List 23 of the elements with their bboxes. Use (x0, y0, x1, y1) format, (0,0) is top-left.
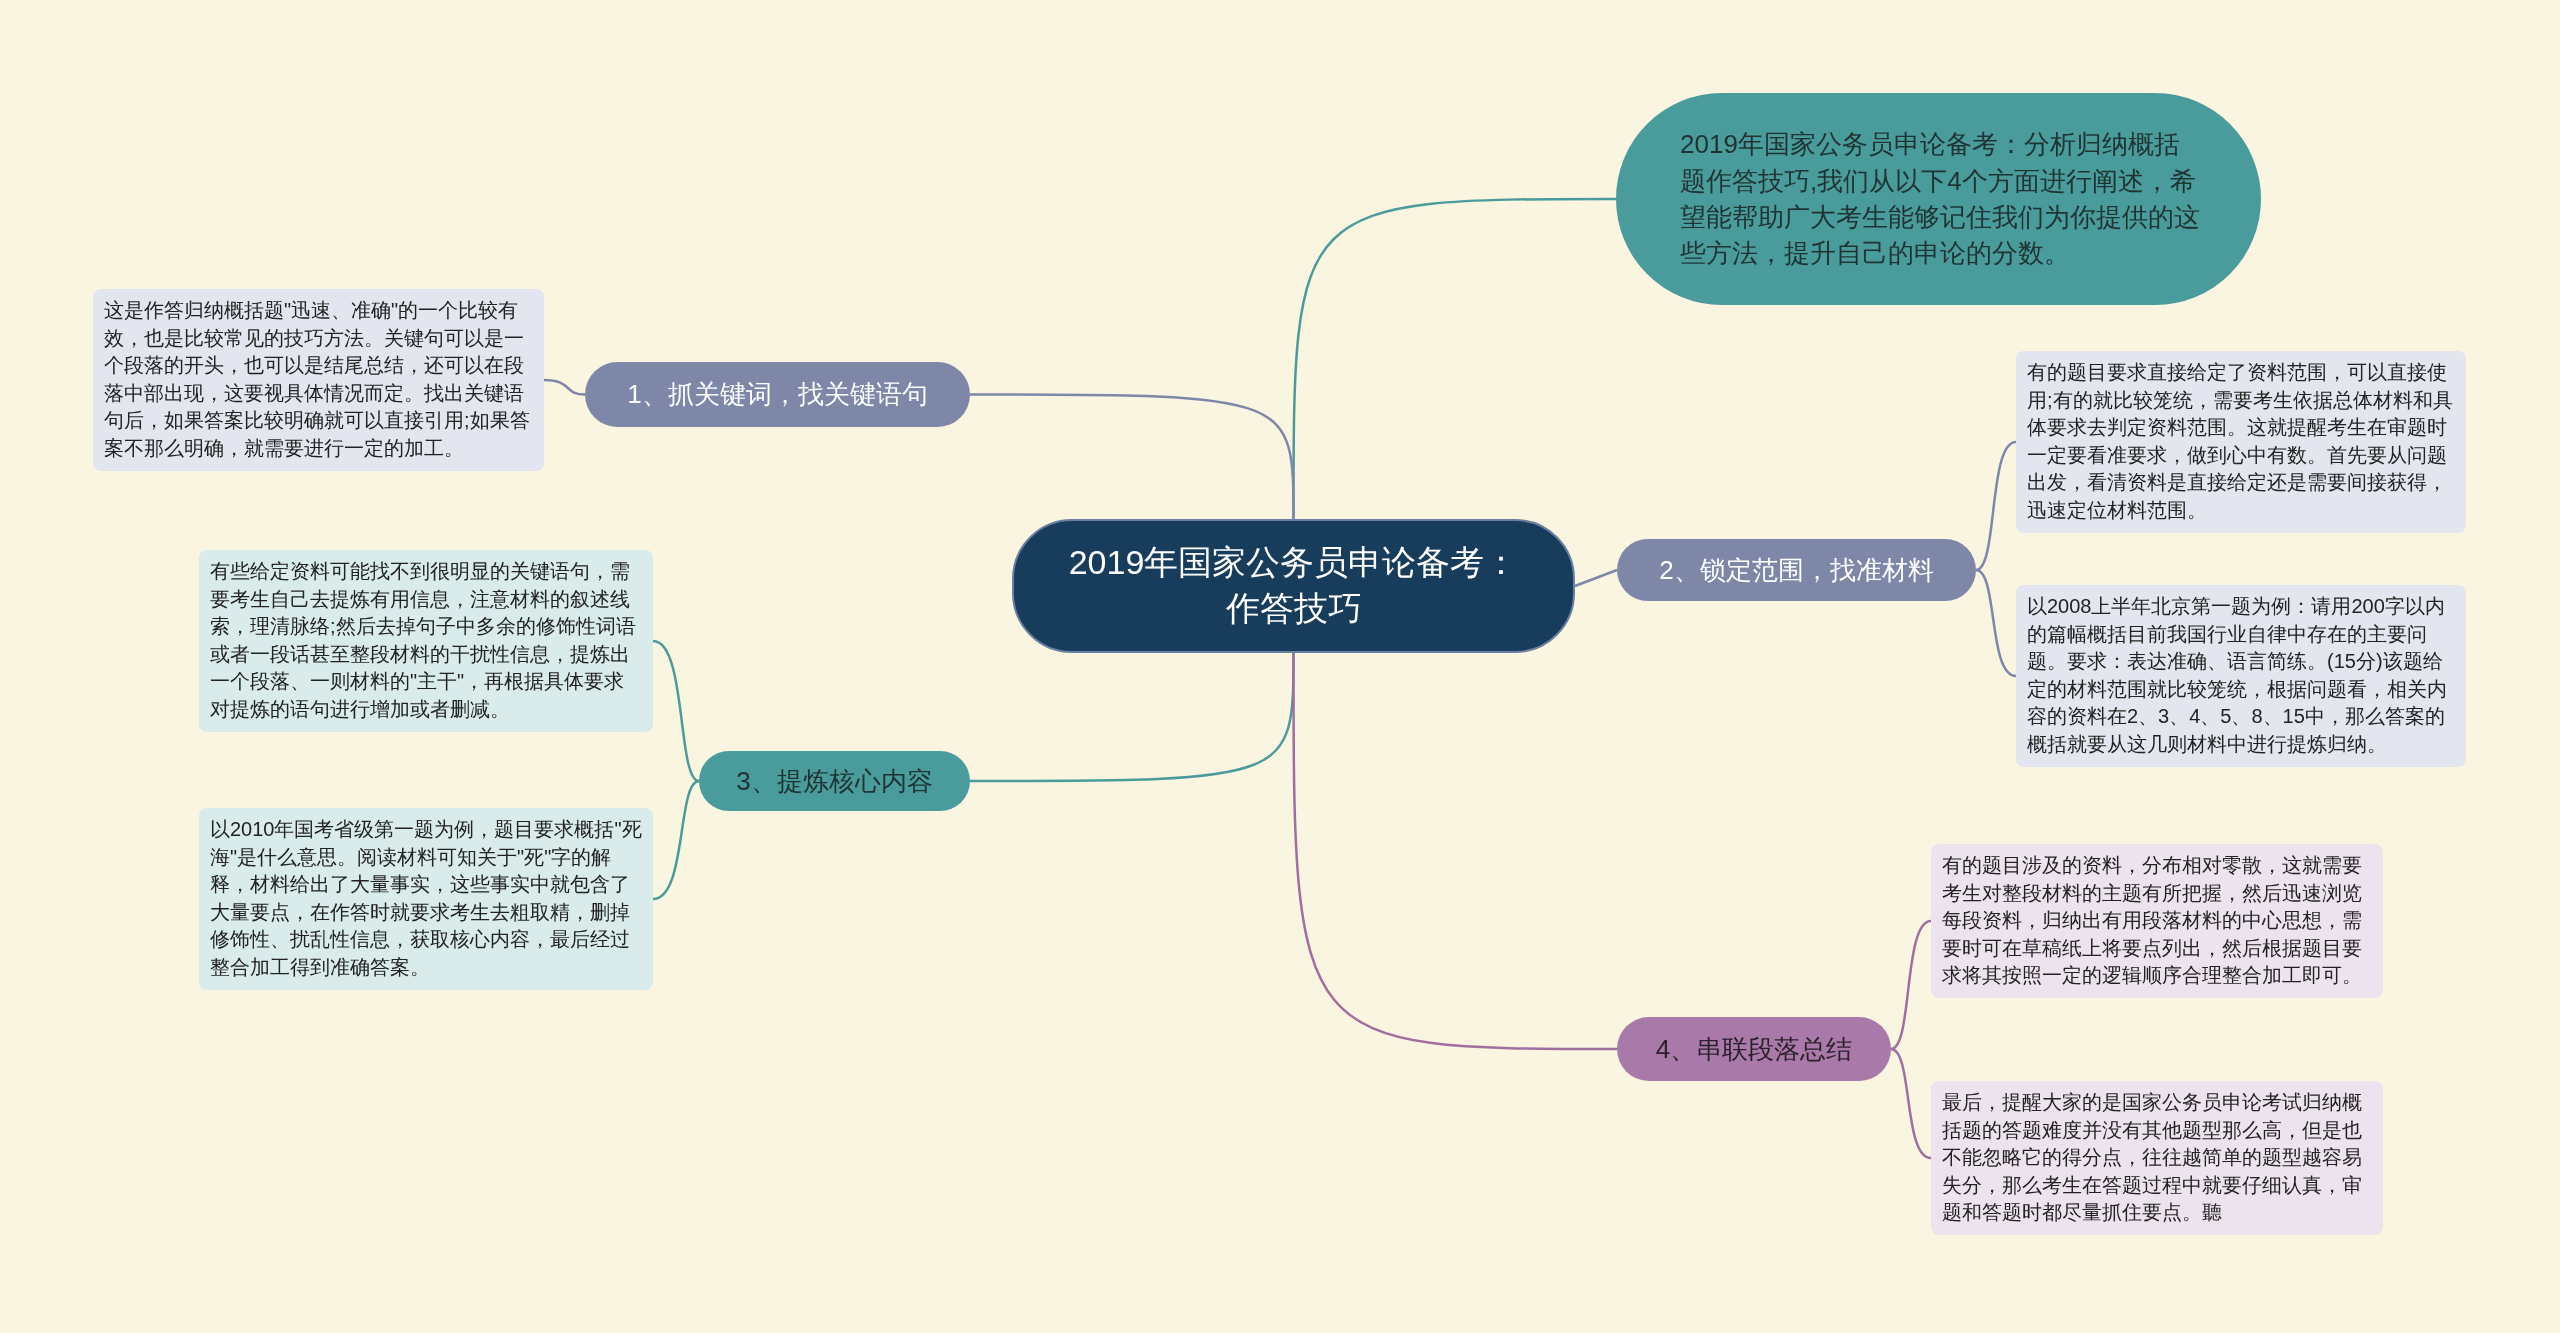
note-card: 这是作答归纳概括题"迅速、准确"的一个比较有效，也是比较常见的技巧方法。关键句可以是一个段落的开头，也可以是结尾总结，还可以在段落中部出现，这要视具体情况而定。找出关键语句后，如果答案比较明确就可以直接引用;如果答案不那么明确，就需要进行一定的加工。 (93, 289, 544, 471)
note-card: 有些给定资料可能找不到很明显的关键语句，需要考生自己去提炼有用信息，注意材料的叙述线索，理清脉络;然后去掉句子中多余的修饰性词语或者一段话甚至整段材料的干扰性信息，提炼出一个段落、一则材料的"主干"，再根据具体要求对提炼的语句进行增加或者删减。 (199, 550, 653, 732)
connector-line (1574, 568, 1618, 588)
branch-topic: 4、串联段落总结 (1617, 1017, 1891, 1081)
branch-topic: 1、抓关键词，找关键语句 (585, 362, 970, 427)
branch-topic: 3、提炼核心内容 (699, 751, 970, 811)
note-card: 有的题目涉及的资料，分布相对零散，这就需要考生对整段材料的主题有所把握，然后迅速浏览每段资料，归纳出有用段落材料的中心思想，需要时可在草稿纸上将要点列出，然后根据题目要求将其按照一定的逻辑顺序合理整合加工即可。 (1931, 844, 2383, 998)
note-card: 有的题目要求直接给定了资料范围，可以直接使用;有的就比较笼统，需要考生依据总体材料和具体要求去判定资料范围。这就提醒考生在审题时一定要看准要求，做到心中有数。首先要从问题出发，看清资料是直接给定还是需要间接获得，迅速定位材料范围。 (2016, 351, 2466, 533)
connector-line (652, 779, 700, 901)
connector-line (543, 378, 586, 396)
branch-topic: 2、锁定范围，找准材料 (1617, 539, 1976, 601)
intro-bubble: 2019年国家公务员申论备考：分析归纳概括题作答技巧,我们从以下4个方面进行阐述，希望能帮助广大考生能够记住我们为你提供的这些方法，提升自己的申论的分数。 (1616, 93, 2261, 305)
connector-line (1975, 440, 2017, 572)
connector-line (1975, 568, 2017, 678)
note-card: 以2010年国考省级第一题为例，题目要求概括"死海"是什么意思。阅读材料可知关于"死"字的解释，材料给出了大量事实，这些事实中就包含了大量要点，在作答时就要求考生去粗取精，删掉修饰性、扰乱性信息，获取核心内容，最后经过整合加工得到准确答案。 (199, 808, 653, 990)
connector-line (1292, 653, 1617, 1051)
note-card: 最后，提醒大家的是国家公务员申论考试归纳概括题的答题难度并没有其他题型那么高，但是也不能忽略它的得分点，往往越简单的题型越容易失分，那么考生在答题过程中就要仔细认真，审题和答题时都尽量抓住要点。聽 (1931, 1081, 2383, 1235)
connector-line (652, 639, 700, 783)
connector-line (1890, 1047, 1932, 1160)
note-card: 以2008上半年北京第一题为例：请用200字以内的篇幅概括目前我国行业自律中存在的主要问题。要求：表达准确、语言简练。(15分)该题给定的材料范围就比较笼统，根据问题看，相关内容的资料在2、3、4、5、8、15中，那么答案的概括就要从这几则材料中进行提炼归纳。 (2016, 585, 2466, 767)
connector-line (1890, 919, 1932, 1051)
central-topic: 2019年国家公务员申论备考：作答技巧 (1012, 519, 1575, 653)
connector-line (970, 393, 1295, 519)
